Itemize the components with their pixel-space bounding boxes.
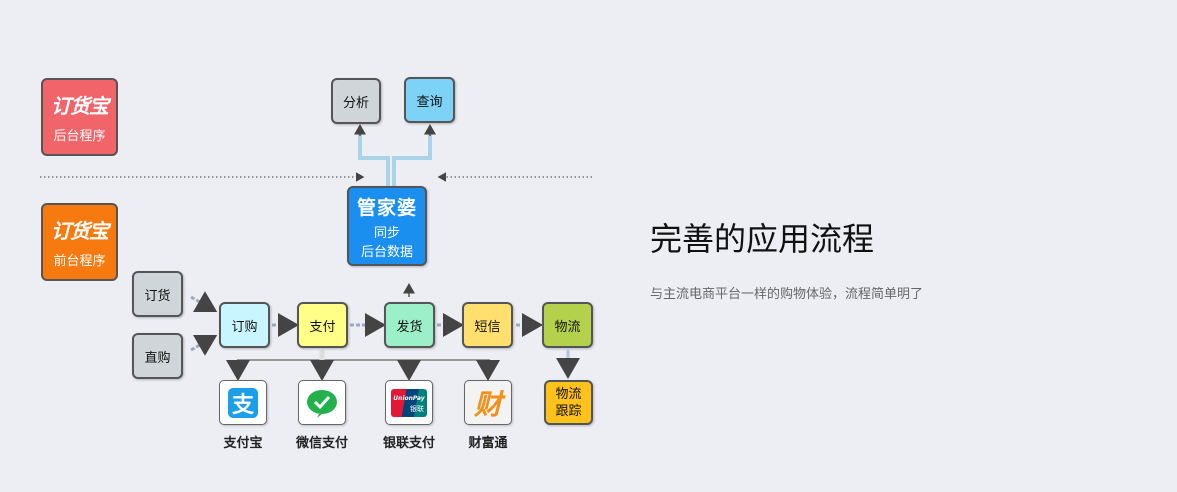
alipay-icon: 支 xyxy=(228,387,258,418)
flow-ship-box: 发货 xyxy=(384,302,435,348)
flow-pay-box: 支付 xyxy=(297,302,348,348)
sync-line2: 后台数据 xyxy=(360,244,413,260)
flow-order-box: 订购 xyxy=(219,302,270,348)
backend-label: 后台程序 xyxy=(53,129,106,144)
frontend-logo-text: 订货宝 xyxy=(51,219,109,243)
unionpay-icon: UnionPay 银联 xyxy=(391,388,427,417)
tenpay-icon: 财 xyxy=(473,387,502,421)
alipay-tile: 支 xyxy=(219,380,267,425)
alipay-label: 支付宝 xyxy=(223,436,263,451)
sync-line1: 同步 xyxy=(373,225,400,241)
frontend-label: 前台程序 xyxy=(53,254,106,269)
sync-brand: 管家婆 xyxy=(356,196,417,219)
section-title: 完善的应用流程 xyxy=(650,220,875,258)
unionpay-logo-top: UnionPay xyxy=(393,394,425,402)
sync-box: 管家婆 同步 后台数据 xyxy=(347,186,427,266)
query-box: 查询 xyxy=(404,77,455,123)
wechat-pay-label: 微信支付 xyxy=(295,436,348,451)
direct-buy-box: 直购 xyxy=(132,333,183,379)
logistics-tracking-box: 物流 跟踪 xyxy=(544,380,593,425)
alipay-glyph: 支 xyxy=(231,392,254,418)
wechat-pay-tile xyxy=(298,380,346,425)
unionpay-label: 银联支付 xyxy=(382,436,435,451)
frontend-program-box: 订货宝 前台程序 xyxy=(41,203,118,281)
order-entry-box: 订货 xyxy=(132,271,183,317)
flow-sms-box: 短信 xyxy=(462,302,513,348)
flow-logistics-box: 物流 xyxy=(542,302,593,348)
tenpay-label: 财富通 xyxy=(468,436,508,451)
backend-program-box: 订货宝 后台程序 xyxy=(41,78,118,156)
analysis-box: 分析 xyxy=(331,78,381,124)
wechat-pay-icon xyxy=(307,389,337,418)
section-description: 与主流电商平台一样的购物体验，流程简单明了 xyxy=(650,287,924,302)
tenpay-tile: 财 xyxy=(464,380,512,425)
unionpay-logo-bottom: 银联 xyxy=(410,404,424,413)
unionpay-tile: UnionPay 银联 xyxy=(385,380,433,425)
backend-logo-text: 订货宝 xyxy=(51,94,109,118)
